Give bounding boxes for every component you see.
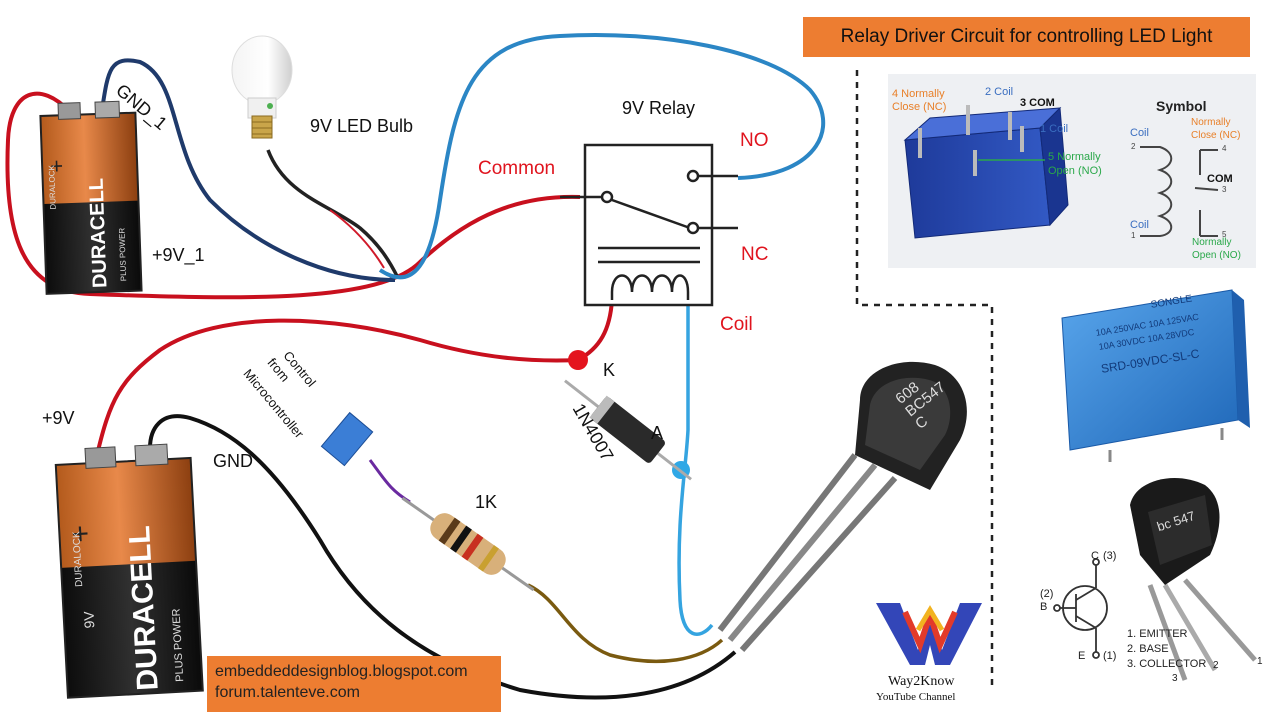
dashed-divider [855, 70, 994, 690]
wire-navy-gnd1 [100, 58, 396, 282]
label-resistor: 1K [475, 492, 498, 512]
pinout-pin3: 3 COM [1020, 97, 1055, 109]
label-relay: 9V Relay [622, 98, 696, 118]
pinout-pin1: 1 Coil [1040, 123, 1069, 135]
npn-legend-1: 1. EMITTER [1127, 628, 1188, 640]
transistor-photo [1130, 477, 1257, 681]
pinout-pin5-l1: 5 Normally [1048, 151, 1101, 163]
svg-text:9V: 9V [80, 610, 97, 629]
npn-e-num: (1) [1103, 650, 1117, 662]
symbol-title: Symbol [1156, 98, 1207, 114]
npn-c: C [1091, 550, 1099, 562]
url-forum[interactable]: forum.talenteve.com [215, 684, 360, 701]
channel-sub: YouTube Channel [876, 691, 956, 703]
symbol-no-l1: Normally [1192, 237, 1232, 248]
control-tab [320, 411, 374, 467]
label-led-bulb: 9V LED Bulb [310, 116, 414, 136]
pinout-pin4: 4 Normally Close (NC) [892, 88, 946, 114]
way2know-logo [876, 603, 982, 665]
wire-red-coil [577, 299, 614, 362]
symbol-no-l2: Open (NO) [1192, 250, 1241, 261]
transistor-bc547 [717, 361, 967, 652]
label-plus9v: +9V [42, 408, 75, 428]
svg-text:DURALOCK: DURALOCK [47, 164, 58, 209]
npn-symbol [1053, 558, 1108, 659]
battery-top: + DURALOCK DURACELL PLUS POWER [39, 100, 143, 295]
pinout-pin2: 2 Coil [985, 86, 1014, 98]
svg-text:PLUS POWER: PLUS POWER [170, 608, 186, 682]
pin-label-2: 2 [1213, 660, 1219, 671]
relay-pinout-panel [888, 74, 1256, 268]
led-bulb [231, 35, 293, 139]
npn-legend-3: 3. COLLECTOR [1127, 658, 1207, 670]
url-box: embeddeddesignblog.blogspot.com forum.ta… [207, 656, 501, 712]
pinout-pin4-l1: 4 Normally [892, 88, 945, 100]
npn-c-num: (3) [1103, 550, 1117, 562]
diode [564, 379, 692, 481]
label-diode-a: A [651, 423, 664, 443]
songle-relay [1061, 289, 1250, 462]
pin-label-3: 3 [1172, 673, 1178, 684]
label-plus9v1: +9V_1 [152, 245, 205, 265]
symbol-n2: 2 [1131, 142, 1136, 151]
svg-text:DURACELL: DURACELL [86, 178, 112, 289]
resistor [401, 496, 535, 592]
wire-purple-control [368, 459, 411, 504]
label-no: NO [740, 130, 769, 151]
pinout-pin5-l2: Open (NO) [1048, 165, 1102, 177]
wire-red-9v [95, 318, 579, 456]
symbol-n3: 3 [1222, 185, 1227, 194]
pinout-pin4-l2: Close (NC) [892, 101, 947, 113]
label-coil: Coil [720, 314, 753, 335]
svg-text:PLUS POWER: PLUS POWER [117, 227, 128, 281]
symbol-com: COM [1207, 173, 1233, 185]
symbol-n1: 1 [1131, 231, 1136, 240]
wire-blue-coil [677, 300, 714, 636]
symbol-nc: Normally Close (NC) [1191, 116, 1240, 142]
diagram-title: Relay Driver Circuit for controlling LED… [803, 17, 1250, 57]
url-blog[interactable]: embeddeddesignblog.blogspot.com [215, 663, 468, 680]
battery-bottom: + DURALOCK DURACELL PLUS POWER 9V [54, 443, 204, 699]
symbol-nc-l2: Close (NC) [1191, 130, 1241, 141]
npn-e: E [1078, 650, 1086, 662]
svg-text:+: + [50, 153, 64, 178]
symbol-n4: 4 [1222, 144, 1227, 153]
npn-legend-2: 2. BASE [1127, 643, 1169, 655]
symbol-nc-l1: Normally [1191, 117, 1231, 128]
npn-legend: 1. EMITTER 2. BASE 3. COLLECTOR [1127, 627, 1206, 672]
label-diode-k: K [603, 360, 616, 380]
label-nc: NC [741, 244, 769, 265]
npn-b-num: (2) [1040, 588, 1054, 600]
svg-text:+: + [71, 517, 90, 551]
channel-name: Way2Know [888, 674, 955, 689]
wire-red-top-battery [5, 91, 581, 300]
pin-label-1: 1 [1257, 656, 1263, 667]
symbol-coil-top: Coil [1130, 127, 1149, 139]
label-gnd: GND [213, 451, 253, 471]
wire-brown-base [527, 583, 724, 664]
pinout-pin5: 5 Normally Open (NO) [1048, 150, 1102, 178]
symbol-no: Normally Open (NO) [1192, 236, 1241, 262]
relay-symbol [560, 143, 738, 307]
symbol-coil-bottom: Coil [1130, 219, 1149, 231]
npn-b: B [1040, 601, 1048, 613]
wire-bulb-black [266, 149, 400, 279]
wire-bulb-red [329, 209, 385, 269]
svg-text:DURALOCK: DURALOCK [71, 531, 85, 587]
wire-black-gnd [148, 414, 737, 700]
symbol-n5: 5 [1222, 230, 1227, 239]
junction-red [568, 350, 588, 370]
label-common: Common [478, 158, 556, 179]
wire-blue-no [378, 32, 826, 280]
